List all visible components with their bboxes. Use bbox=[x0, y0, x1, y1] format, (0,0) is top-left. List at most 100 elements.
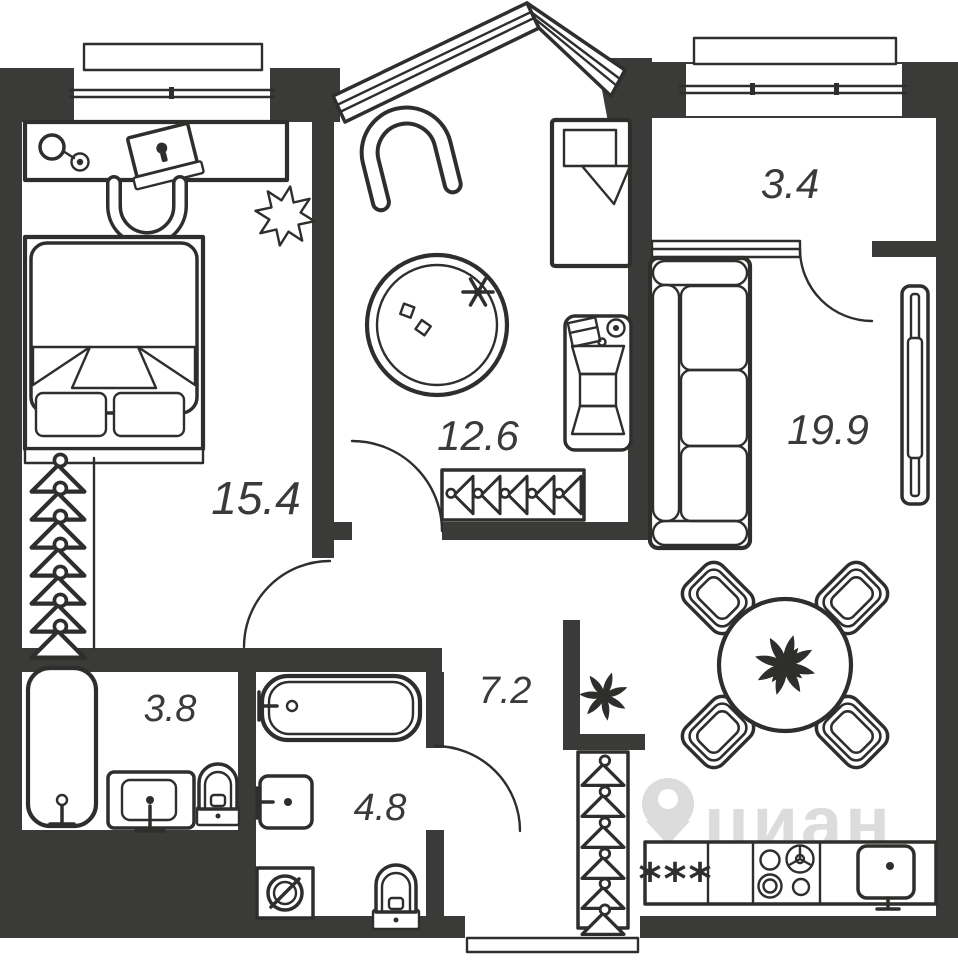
bay-window-left-band bbox=[331, 1, 541, 124]
sink-large-icon bbox=[255, 774, 314, 830]
wall-right-exterior bbox=[936, 62, 958, 938]
bed-headboard bbox=[23, 447, 205, 465]
corner-plant-icon bbox=[579, 671, 629, 722]
door-nursery bbox=[350, 439, 444, 533]
room-label-bedroom: 15.4 bbox=[211, 472, 301, 524]
laptop-logo-stem bbox=[160, 151, 168, 163]
window-bedroom-sill bbox=[82, 42, 264, 72]
shower-faucet-icon bbox=[48, 804, 76, 826]
counter-outline bbox=[643, 840, 938, 906]
toilet-small-icon bbox=[195, 762, 241, 827]
wall-entry-partition-vertical bbox=[563, 620, 580, 750]
window-balcony-sill bbox=[692, 36, 898, 66]
bathroom-small-fixtures bbox=[25, 665, 241, 833]
entry-closet bbox=[576, 750, 630, 937]
living-kitchen-furniture: *** bbox=[576, 255, 938, 937]
wall-nursery-door-stub bbox=[334, 522, 352, 540]
wall-balcony-stub bbox=[872, 241, 936, 257]
bathtub bbox=[257, 673, 423, 743]
door-balcony bbox=[798, 247, 874, 323]
door-bathroom-large bbox=[433, 744, 522, 833]
window-balcony-glazing bbox=[678, 84, 908, 95]
watermark-pin-hole bbox=[658, 789, 678, 809]
sofa-armrest-bottom bbox=[651, 519, 749, 547]
room-label-bathroom-large: 4.8 bbox=[354, 787, 407, 829]
bed-fold-center bbox=[70, 345, 158, 390]
laptop-logo bbox=[156, 142, 168, 154]
bedroom-closet bbox=[32, 454, 96, 657]
round-rug-inner bbox=[375, 263, 499, 387]
wall-bedroom-nursery bbox=[312, 122, 334, 558]
desk-lamp-head bbox=[70, 152, 90, 172]
round-rug bbox=[364, 252, 510, 398]
desk-lamp-bulb bbox=[76, 158, 84, 166]
shower-tub-body bbox=[25, 665, 99, 829]
wall-left-exterior bbox=[0, 68, 22, 938]
doors bbox=[242, 247, 874, 833]
entry-threshold-step bbox=[465, 936, 640, 954]
dining-set bbox=[675, 555, 895, 775]
counter-dividers bbox=[706, 840, 822, 906]
crib-frame bbox=[549, 117, 633, 269]
bathtub-drain bbox=[285, 699, 299, 713]
room-label-balcony: 3.4 bbox=[761, 160, 819, 207]
kitchen-sink-icon bbox=[856, 844, 916, 911]
radiator-core bbox=[906, 336, 924, 460]
window-balcony-mullion-1 bbox=[750, 83, 755, 95]
window-balcony-opening bbox=[686, 64, 902, 116]
wall-entry-partition-horizontal bbox=[563, 734, 645, 750]
bathroom-large-fixtures bbox=[255, 673, 423, 931]
room-label-hallway: 7.2 bbox=[479, 670, 532, 712]
wall-bathroom-hall-upper bbox=[426, 672, 444, 748]
windows bbox=[68, 1, 908, 954]
kitchen-counter: *** bbox=[638, 840, 938, 911]
bed-fold-right bbox=[136, 345, 197, 387]
wall-nursery-hall bbox=[442, 522, 652, 540]
crib bbox=[549, 117, 633, 269]
toilet-large-icon bbox=[371, 863, 421, 931]
changing-table-dish bbox=[606, 318, 626, 338]
sofa-armrest-top bbox=[651, 259, 749, 287]
crib-blanket-fold bbox=[580, 164, 632, 206]
plant-bedroom-icon bbox=[254, 185, 316, 247]
sofa-backrest bbox=[651, 283, 681, 523]
wall-bedroom-bathrooms bbox=[22, 648, 442, 672]
changing-table-trapezoid-bottom bbox=[570, 404, 626, 436]
wall-bathroom-hall-lower bbox=[426, 830, 444, 916]
changing-table-small-dot bbox=[597, 337, 607, 347]
nursery-furniture bbox=[359, 105, 633, 522]
desk-chair bbox=[106, 175, 188, 247]
room-labels: 15.4 12.6 3.4 19.9 7.2 3.8 4.8 bbox=[144, 160, 869, 829]
changing-table-dish-dot bbox=[613, 325, 619, 331]
rug-toy-block-1 bbox=[399, 302, 416, 319]
fridge-icon: *** bbox=[638, 854, 713, 905]
laptop-icon bbox=[126, 121, 205, 191]
laptop-base bbox=[132, 160, 205, 191]
changing-table bbox=[563, 314, 633, 452]
changing-table-box bbox=[566, 316, 602, 348]
bathtub-inner bbox=[267, 680, 415, 736]
nursery-wardrobe bbox=[440, 468, 586, 522]
window-bedroom-mullion bbox=[169, 87, 174, 99]
bed-fold-left bbox=[31, 345, 92, 387]
sofa-cushion-3 bbox=[679, 444, 749, 523]
room-label-bathroom-small: 3.8 bbox=[144, 688, 197, 730]
shower-tub bbox=[25, 665, 99, 829]
changing-table-top bbox=[563, 314, 633, 452]
room-label-living-kitchen: 19.9 bbox=[787, 406, 869, 453]
double-bed bbox=[22, 234, 206, 465]
washing-machine-icon bbox=[255, 866, 315, 920]
rug-toy-block-2 bbox=[414, 318, 432, 337]
stove-icon bbox=[757, 844, 815, 899]
room-label-nursery: 12.6 bbox=[437, 412, 519, 459]
bed-pillow-left bbox=[34, 391, 108, 438]
door-bedroom bbox=[242, 559, 332, 649]
rug-pinwheel-icon bbox=[461, 277, 495, 307]
wall-between-bathrooms bbox=[238, 672, 256, 916]
window-balcony-mullion-2 bbox=[834, 83, 839, 95]
radiator bbox=[900, 284, 930, 506]
bay-window-glazing bbox=[335, 10, 622, 114]
desk-lamp-icon bbox=[38, 133, 66, 161]
